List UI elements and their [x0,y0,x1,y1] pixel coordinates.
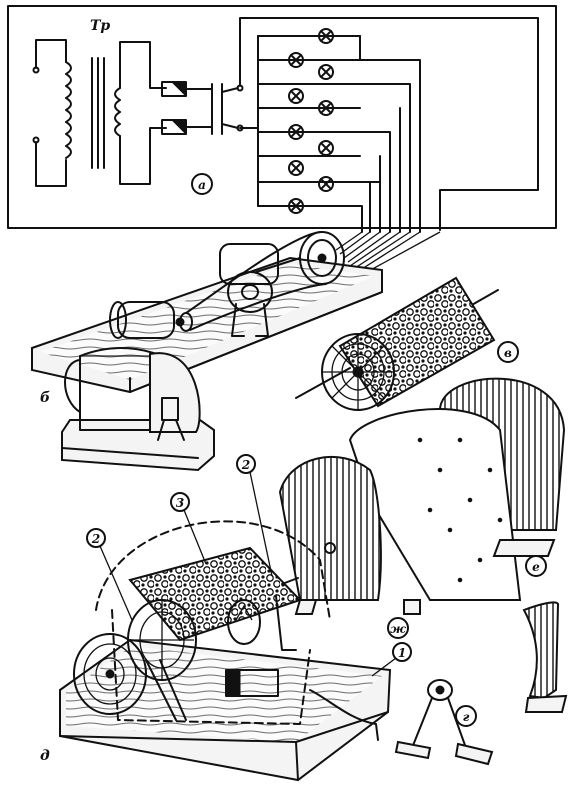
lamp-symbol [288,160,304,176]
cover-side-label-badge: ж [387,617,409,639]
cover-parts: е ж [278,377,566,639]
final-lamp [225,599,279,697]
mains-terminals [32,39,67,187]
drive-pulley [255,231,345,285]
cover-side-label: ж [390,622,406,636]
wire-bundle [335,231,441,279]
lamp-symbol [318,64,334,80]
schematic-frame [7,5,557,229]
assembly-label: б [40,390,50,406]
drum-label: в [504,346,512,360]
drum-label-badge: в [497,341,519,363]
callout-disc-right: 2 [236,454,273,577]
bracket-label: г [463,710,470,724]
cover-side-plate [278,456,382,601]
callout-base-label: 1 [398,646,406,660]
final-drum [128,546,302,642]
motor [109,301,193,339]
panel-label: а [198,178,206,192]
lamp-symbol [318,140,334,156]
callout-drum: 3 [170,492,207,565]
lamp-symbol [318,176,334,192]
bracket-label-badge: г [455,705,477,727]
transformer-label: Тр [90,18,110,34]
final-label: д [40,748,50,764]
final-disc [73,633,147,715]
callout-disc-right-label: 2 [241,458,250,472]
bracket-parts: г [394,601,568,766]
cover-perforations [417,437,503,583]
transformer-symbol: Тр [65,18,167,185]
panel-label-badge: а [191,173,213,195]
lamp-symbol [318,28,334,44]
curved-bracket [522,601,560,700]
callout-disc-left-label: 2 [91,532,100,546]
bearing-bracket [394,679,494,766]
drive-belt [185,231,321,314]
switch-contacts [161,17,539,231]
lamp-symbol [288,198,304,214]
callout-disc-left: 2 [86,528,133,621]
lamp-symbol [288,124,304,140]
lamp-symbol [288,52,304,68]
lamp-symbol [288,88,304,104]
lamp-bank [257,28,421,233]
assembly-view: б [31,231,383,472]
callout-base: 1 [371,642,412,677]
lamp-symbol [318,100,334,116]
final-assembly: 2 3 2 1 д [40,454,412,782]
cover-label: е [532,560,540,574]
cover-label-badge: е [525,555,547,577]
lamp-housing [61,347,215,472]
callout-drum-label: 3 [176,496,184,510]
schematic-panel: Тр [7,5,557,233]
drum-part: в [295,276,519,411]
cover-outline-dashed [95,520,331,621]
power-cord [309,689,379,741]
